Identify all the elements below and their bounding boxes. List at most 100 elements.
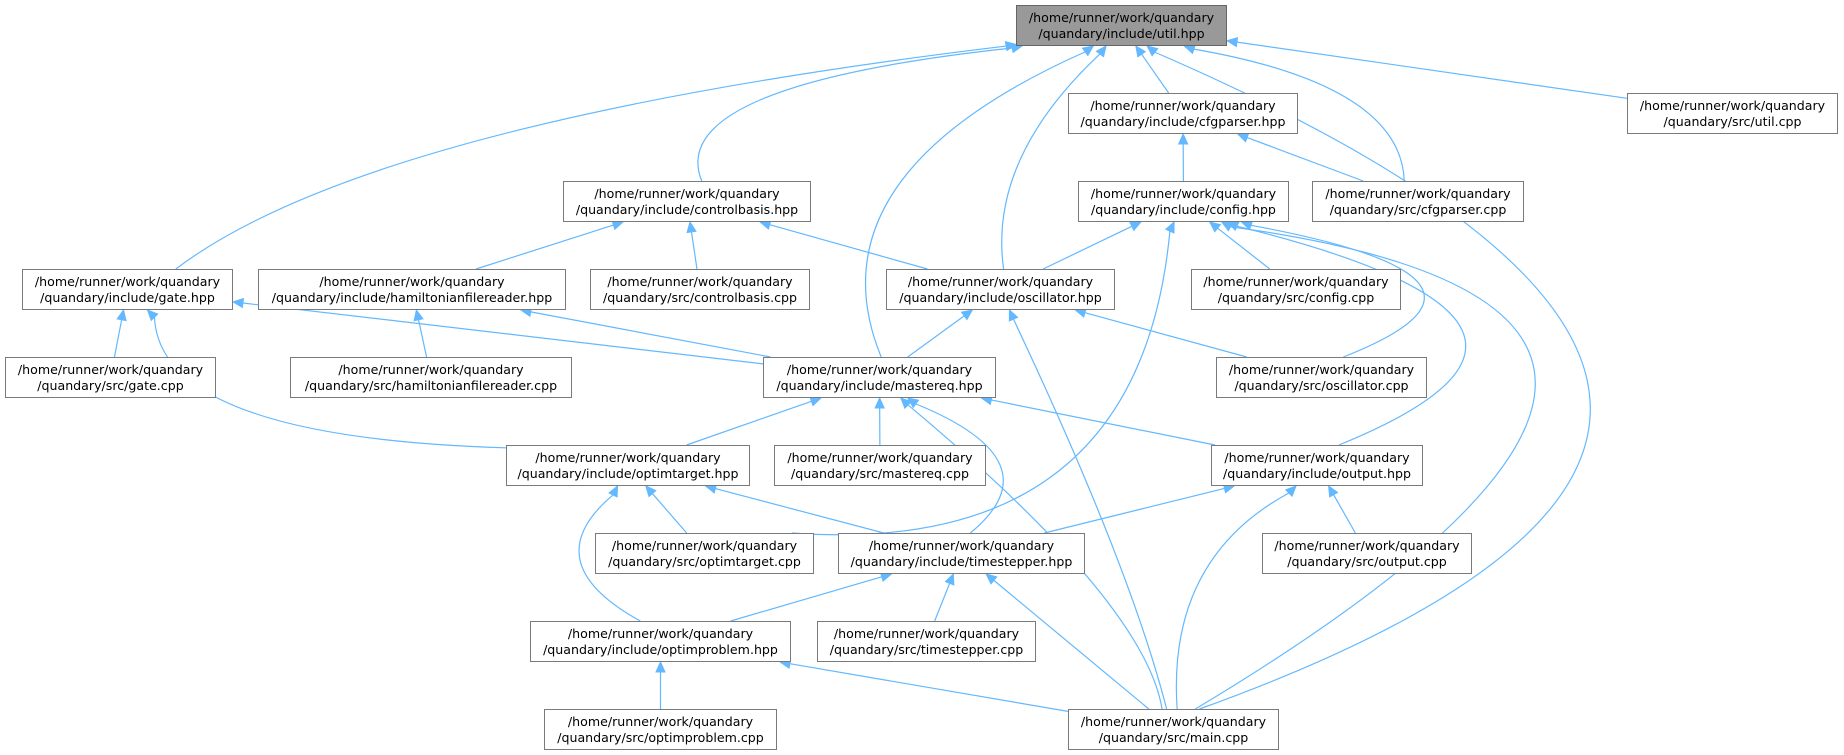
- edge-oscillator_cpp-to-oscillator_hpp: [1084, 312, 1247, 358]
- node-label-line1: /home/runner/work/quandary: [1639, 97, 1826, 113]
- node-label-line1: /home/runner/work/quandary: [338, 361, 524, 377]
- node-label-line1: /home/runner/work/quandary: [17, 361, 204, 377]
- arrowhead-icon: [645, 485, 657, 498]
- edge-controlbasis_hpp-to-util_hpp: [697, 47, 1013, 182]
- arrowhead-icon: [1284, 485, 1297, 498]
- arrowhead-icon: [944, 572, 955, 586]
- graph-node-config-hpp[interactable]: /home/runner/work/quandary/quandary/incl…: [1078, 181, 1289, 222]
- graph-node-optimtarget-hpp[interactable]: /home/runner/work/quandary/quandary/incl…: [506, 445, 750, 486]
- graph-node-config-cpp[interactable]: /home/runner/work/quandary/quandary/src/…: [1191, 269, 1401, 310]
- arrowhead-icon: [1208, 221, 1222, 233]
- graph-node-util-hpp[interactable]: /home/runner/work/quandary/quandary/incl…: [1016, 5, 1227, 46]
- node-label-line1: /home/runner/work/quandary: [833, 625, 1020, 641]
- edge-timestepper_hpp-to-mastereq_hpp: [915, 403, 1004, 534]
- edge-optimtarget_hpp-to-mastereq_hpp: [686, 400, 812, 446]
- arrowhead-icon: [1008, 308, 1019, 322]
- edge-oscillator_cpp-to-config_hpp: [1250, 224, 1425, 358]
- graph-node-main-cpp[interactable]: /home/runner/work/quandary/quandary/src/…: [1068, 709, 1279, 750]
- arrowhead-icon: [1081, 45, 1095, 57]
- edge-oscillator_hpp-to-config_hpp: [1042, 225, 1133, 270]
- graph-node-gate-hpp[interactable]: /home/runner/work/quandary/quandary/incl…: [22, 269, 233, 310]
- node-label-line2: /quandary/src/config.cpp: [1217, 289, 1375, 305]
- arrowhead-icon: [608, 484, 619, 498]
- node-label-line2: /quandary/include/oscillator.hpp: [899, 289, 1102, 305]
- edge-oscillator_hpp-to-util_hpp: [1001, 53, 1101, 270]
- graph-node-cfgparser-cpp[interactable]: /home/runner/work/quandary/quandary/src/…: [1312, 181, 1524, 222]
- node-label-line1: /home/runner/work/quandary: [535, 449, 721, 465]
- node-label-line1: /home/runner/work/quandary: [1090, 97, 1276, 113]
- arrowhead-icon: [1328, 484, 1339, 498]
- graph-node-util-cpp[interactable]: /home/runner/work/quandary/quandary/src/…: [1627, 93, 1838, 134]
- node-label-line2: /quandary/include/optimtarget.hpp: [517, 465, 739, 481]
- edge-cfgparser_hpp-to-util_hpp: [1141, 53, 1170, 94]
- node-label-line1: /home/runner/work/quandary: [1080, 713, 1267, 729]
- node-label-line1: /home/runner/work/quandary: [1203, 273, 1389, 289]
- arrowhead-icon: [874, 396, 885, 409]
- graph-node-mastereq-hpp[interactable]: /home/runner/work/quandary/quandary/incl…: [763, 357, 996, 398]
- node-label-line2: /quandary/include/util.hpp: [1038, 25, 1205, 41]
- graph-node-optimtarget-cpp[interactable]: /home/runner/work/quandary/quandary/src/…: [595, 533, 814, 574]
- node-label-line1: /home/runner/work/quandary: [1028, 9, 1215, 25]
- edge-gate_hpp-to-util_hpp: [175, 45, 1007, 270]
- edge-oscillator_hpp-to-controlbasis_hpp: [769, 224, 928, 270]
- edge-optimproblem_hpp-to-timestepper_hpp: [730, 576, 882, 622]
- node-label-line1: /home/runner/work/quandary: [1090, 185, 1277, 201]
- graph-node-output-cpp[interactable]: /home/runner/work/quandary/quandary/src/…: [1262, 533, 1472, 574]
- graph-node-optimproblem-hpp[interactable]: /home/runner/work/quandary/quandary/incl…: [530, 621, 791, 662]
- node-label-line1: /home/runner/work/quandary: [787, 449, 973, 465]
- graph-node-cfgparser-hpp[interactable]: /home/runner/work/quandary/quandary/incl…: [1068, 93, 1298, 134]
- node-label-line1: /home/runner/work/quandary: [594, 185, 780, 201]
- graph-node-hamiltonianfilereader-cpp[interactable]: /home/runner/work/quandary/quandary/src/…: [290, 357, 572, 398]
- node-label-line1: /home/runner/work/quandary: [319, 273, 505, 289]
- node-label-line1: /home/runner/work/quandary: [1228, 361, 1415, 377]
- graph-node-timestepper-hpp[interactable]: /home/runner/work/quandary/quandary/incl…: [838, 533, 1085, 574]
- arrowhead-icon: [231, 297, 245, 309]
- node-label-line2: /quandary/src/hamiltonianfilereader.cpp: [304, 377, 558, 393]
- arrowhead-icon: [1183, 44, 1196, 55]
- graph-node-controlbasis-hpp[interactable]: /home/runner/work/quandary/quandary/incl…: [563, 181, 811, 222]
- edge-hamiltonianfilereader_cpp-to-hamiltonianfilereader_hpp: [417, 319, 428, 358]
- node-label-line2: /quandary/include/optimproblem.hpp: [543, 641, 778, 657]
- edge-timestepper_hpp-to-output_hpp: [1044, 487, 1225, 534]
- edge-timestepper_hpp-to-optimtarget_hpp: [715, 487, 884, 534]
- graph-node-controlbasis-cpp[interactable]: /home/runner/work/quandary/quandary/src/…: [590, 269, 810, 310]
- edge-output_hpp-to-mastereq_hpp: [991, 399, 1216, 446]
- arrowhead-icon: [1177, 132, 1189, 145]
- graph-node-oscillator-hpp[interactable]: /home/runner/work/quandary/quandary/incl…: [886, 269, 1115, 310]
- node-label-line2: /quandary/src/timestepper.cpp: [829, 641, 1024, 657]
- graph-node-gate-cpp[interactable]: /home/runner/work/quandary/quandary/src/…: [5, 357, 216, 398]
- node-label-line2: /quandary/include/timestepper.hpp: [850, 553, 1073, 569]
- arrowhead-icon: [1004, 40, 1018, 52]
- edge-main_cpp-to-util_hpp: [1154, 51, 1591, 710]
- arrowhead-icon: [686, 220, 697, 234]
- edge-mastereq_hpp-to-gate_hpp: [242, 302, 764, 365]
- node-label-line1: /home/runner/work/quandary: [34, 273, 221, 289]
- node-label-line2: /quandary/src/optimproblem.cpp: [557, 729, 764, 745]
- node-label-line2: /quandary/include/config.hpp: [1091, 201, 1276, 217]
- graph-node-mastereq-cpp[interactable]: /home/runner/work/quandary/quandary/src/…: [774, 445, 986, 486]
- node-label-line1: /home/runner/work/quandary: [907, 273, 1094, 289]
- graph-node-output-hpp[interactable]: /home/runner/work/quandary/quandary/incl…: [1211, 445, 1423, 486]
- node-label-line2: /quandary/include/mastereq.hpp: [776, 377, 983, 393]
- edge-util_cpp-to-util_hpp: [1236, 41, 1628, 99]
- graph-node-timestepper-cpp[interactable]: /home/runner/work/quandary/quandary/src/…: [817, 621, 1036, 662]
- node-label-line1: /home/runner/work/quandary: [567, 713, 754, 729]
- graph-node-oscillator-cpp[interactable]: /home/runner/work/quandary/quandary/src/…: [1216, 357, 1427, 398]
- edge-controlbasis_cpp-to-controlbasis_hpp: [690, 231, 698, 270]
- edge-main_cpp-to-timestepper_hpp: [993, 579, 1150, 710]
- graph-node-hamiltonianfilereader-hpp[interactable]: /home/runner/work/quandary/quandary/incl…: [258, 269, 566, 310]
- arrowhead-icon: [146, 309, 159, 322]
- node-label-line2: /quandary/src/util.cpp: [1663, 113, 1802, 129]
- node-label-line1: /home/runner/work/quandary: [611, 537, 798, 553]
- graph-node-optimproblem-cpp[interactable]: /home/runner/work/quandary/quandary/src/…: [544, 709, 777, 750]
- edge-optimtarget_cpp-to-optimtarget_hpp: [651, 493, 688, 534]
- node-label-line1: /home/runner/work/quandary: [1325, 185, 1511, 201]
- node-label-line2: /quandary/src/output.cpp: [1287, 553, 1447, 569]
- edge-mastereq_hpp-to-util_hpp: [865, 51, 1086, 358]
- edge-main_cpp-to-output_hpp: [1175, 492, 1290, 710]
- node-label-line2: /quandary/src/optimtarget.cpp: [608, 553, 801, 569]
- node-label-line2: /quandary/src/cfgparser.cpp: [1329, 201, 1507, 217]
- arrowhead-icon: [1095, 45, 1107, 58]
- edge-cfgparser_cpp-to-cfgparser_hpp: [1246, 136, 1364, 182]
- node-label-line2: /quandary/include/hamiltonianfilereader.…: [271, 289, 553, 305]
